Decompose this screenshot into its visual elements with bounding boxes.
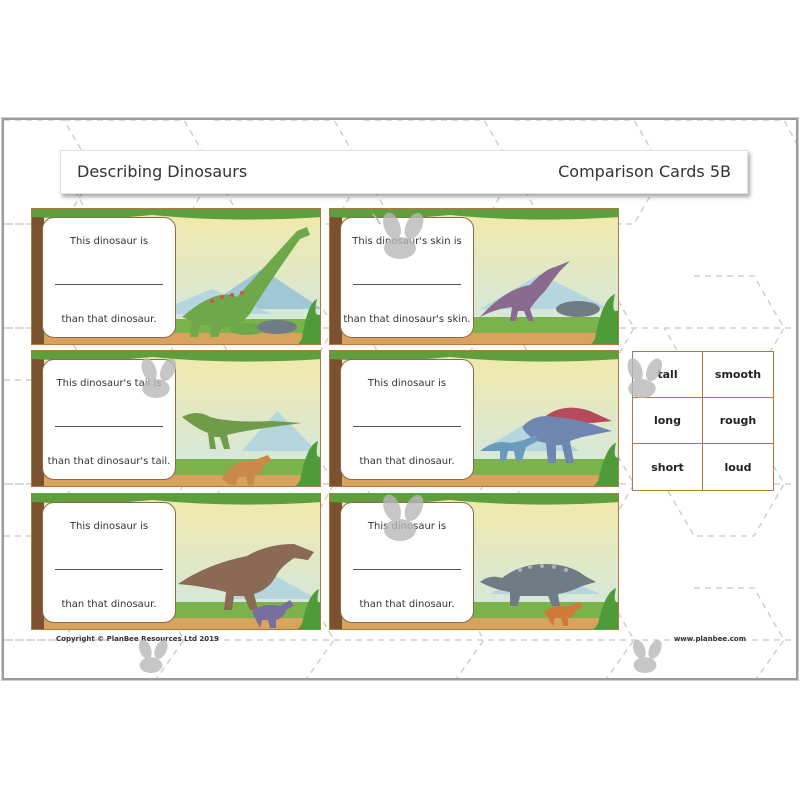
- card-prompt-top: This dinosaur is: [69, 521, 149, 532]
- answer-line[interactable]: [353, 569, 461, 570]
- card-text-panel: This dinosaur is than that dinosaur.: [340, 359, 474, 480]
- bee-watermark-icon: [632, 639, 662, 673]
- card-prompt-bottom: than that dinosaur.: [61, 599, 157, 610]
- bee-watermark-icon: [627, 358, 663, 398]
- answer-line[interactable]: [353, 284, 461, 285]
- answer-line[interactable]: [55, 569, 163, 570]
- copyright-text: Copyright © PlanBee Resources Ltd 2019: [56, 635, 219, 643]
- card-prompt-bottom: than that dinosaur's skin.: [343, 314, 471, 325]
- bee-watermark-icon: [372, 212, 424, 259]
- card-prompt-top: This dinosaur's tail is: [56, 378, 162, 389]
- bee-watermark-icon: [141, 358, 177, 398]
- comparison-card-4: This dinosaur is than that dinosaur.: [329, 350, 619, 487]
- comparison-card-3: This dinosaur's tail is than that dinosa…: [31, 350, 321, 487]
- card-prompt-bottom: than that dinosaur.: [359, 599, 455, 610]
- card-prompt-bottom: than that dinosaur.: [359, 456, 455, 467]
- bee-watermark-icon: [383, 494, 424, 541]
- word-bank-cell: long: [633, 398, 703, 444]
- card-prompt-bottom: than that dinosaur.: [61, 314, 157, 325]
- word-bank-cell: smooth: [703, 352, 773, 398]
- comparison-card-1: This dinosaur is than that dinosaur.: [31, 208, 321, 345]
- word-bank-cell: tall: [633, 352, 703, 398]
- card-text-panel: This dinosaur is than that dinosaur.: [42, 217, 176, 338]
- answer-line[interactable]: [55, 284, 163, 285]
- answer-line[interactable]: [353, 426, 461, 427]
- comparison-card-5: This dinosaur is than that dinosaur.: [31, 493, 321, 630]
- card-prompt-top: This dinosaur is: [367, 378, 447, 389]
- website-text: www.planbee.com: [673, 635, 746, 643]
- word-bank-table: tall smooth long rough short loud: [632, 351, 774, 491]
- card-text-panel: This dinosaur is than that dinosaur.: [42, 502, 176, 623]
- word-bank-cell: short: [633, 444, 703, 490]
- page-subtitle: Comparison Cards 5B: [558, 162, 731, 181]
- worksheet-header: Describing Dinosaurs Comparison Cards 5B: [60, 150, 748, 194]
- card-prompt-top: This dinosaur is: [69, 236, 149, 247]
- worksheet-page: Describing Dinosaurs Comparison Cards 5B…: [2, 118, 798, 680]
- word-bank-cell: loud: [724, 460, 752, 474]
- card-prompt-bottom: than that dinosaur's tail.: [47, 456, 171, 467]
- answer-line[interactable]: [55, 426, 163, 427]
- page-title: Describing Dinosaurs: [77, 162, 248, 181]
- word-bank-cell: rough: [703, 398, 773, 444]
- bee-watermark-icon: [138, 639, 168, 673]
- comparison-card-2: This dinosaur's skin is than that dinosa…: [329, 208, 619, 345]
